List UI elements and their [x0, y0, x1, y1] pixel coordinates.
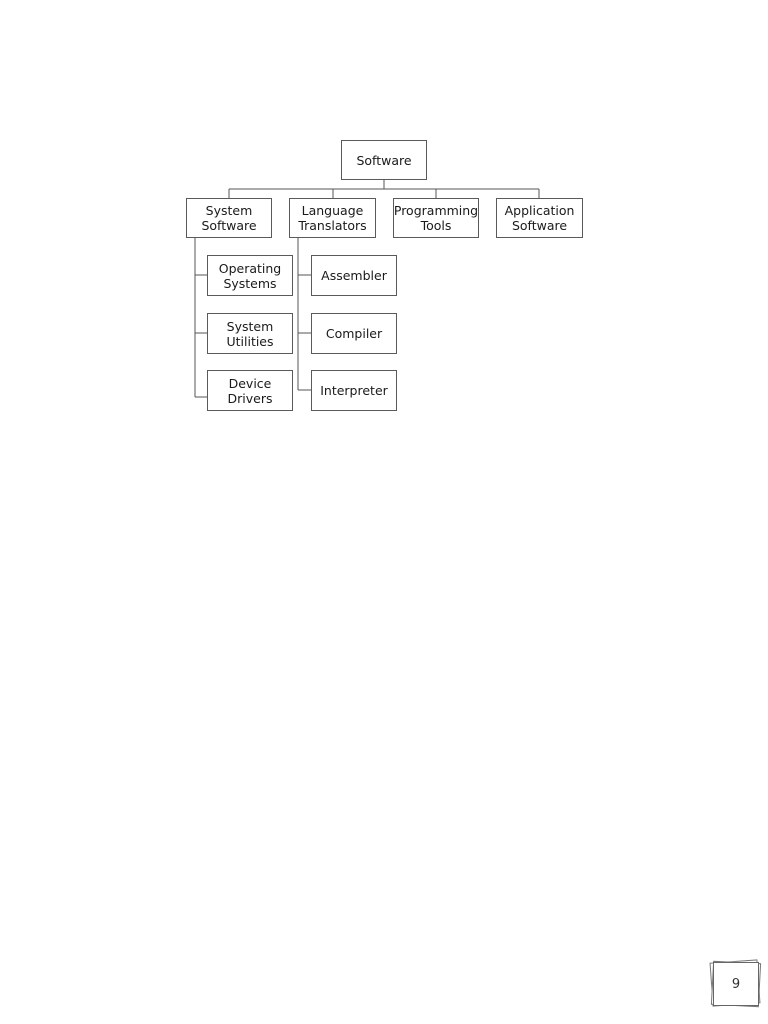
node-compiler: Compiler — [311, 313, 397, 354]
node-programming-tools: Programming Tools — [393, 198, 479, 238]
page-number-badge: 9 — [709, 959, 762, 1008]
node-operating-systems: Operating Systems — [207, 255, 293, 296]
node-system-utilities: System Utilities — [207, 313, 293, 354]
node-device-drivers: Device Drivers — [207, 370, 293, 411]
page-number: 9 — [713, 962, 759, 1006]
node-assembler: Assembler — [311, 255, 397, 296]
node-application-software: Application Software — [496, 198, 583, 238]
node-language-translators: Language Translators — [289, 198, 376, 238]
node-software: Software — [341, 140, 427, 180]
node-system-software: System Software — [186, 198, 272, 238]
node-interpreter: Interpreter — [311, 370, 397, 411]
